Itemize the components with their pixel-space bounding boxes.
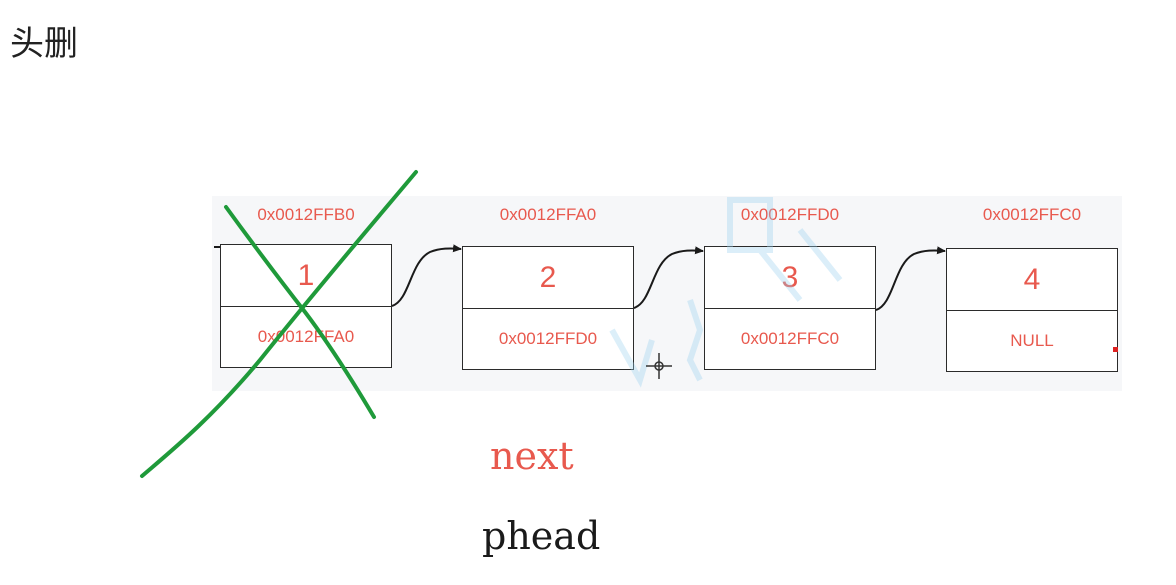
node-4-value: 4 — [947, 249, 1117, 311]
arrow-1-to-2 — [391, 244, 462, 307]
node-2-address: 0x0012FFA0 — [499, 205, 597, 224]
node-2-next: 0x0012FFD0 — [498, 329, 598, 348]
delete-cross-mark — [140, 170, 418, 478]
node-3: 3 0x0012FFC0 — [704, 246, 876, 370]
node-4: 4 NULL — [946, 248, 1118, 372]
node-3-address: 0x0012FFD0 — [740, 205, 840, 224]
phead-label: phead — [482, 514, 601, 558]
node-1-address: 0x0012FFB0 — [257, 205, 355, 224]
arrow-3-to-4 — [875, 246, 946, 311]
watermark — [609, 197, 843, 388]
crosshair-cursor-icon — [646, 353, 672, 379]
node-2: 2 0x0012FFD0 — [462, 246, 634, 370]
node-3-value: 3 — [705, 247, 875, 309]
page-title: 头删 — [10, 24, 78, 64]
node-4-address: 0x0012FFC0 — [982, 205, 1082, 224]
node-2-value: 2 — [463, 247, 633, 309]
node-4-next: NULL — [1010, 331, 1054, 350]
red-dot — [1113, 347, 1118, 352]
node-3-next: 0x0012FFC0 — [740, 329, 840, 348]
arrow-2-to-3 — [633, 246, 704, 309]
next-label: next — [490, 434, 574, 478]
